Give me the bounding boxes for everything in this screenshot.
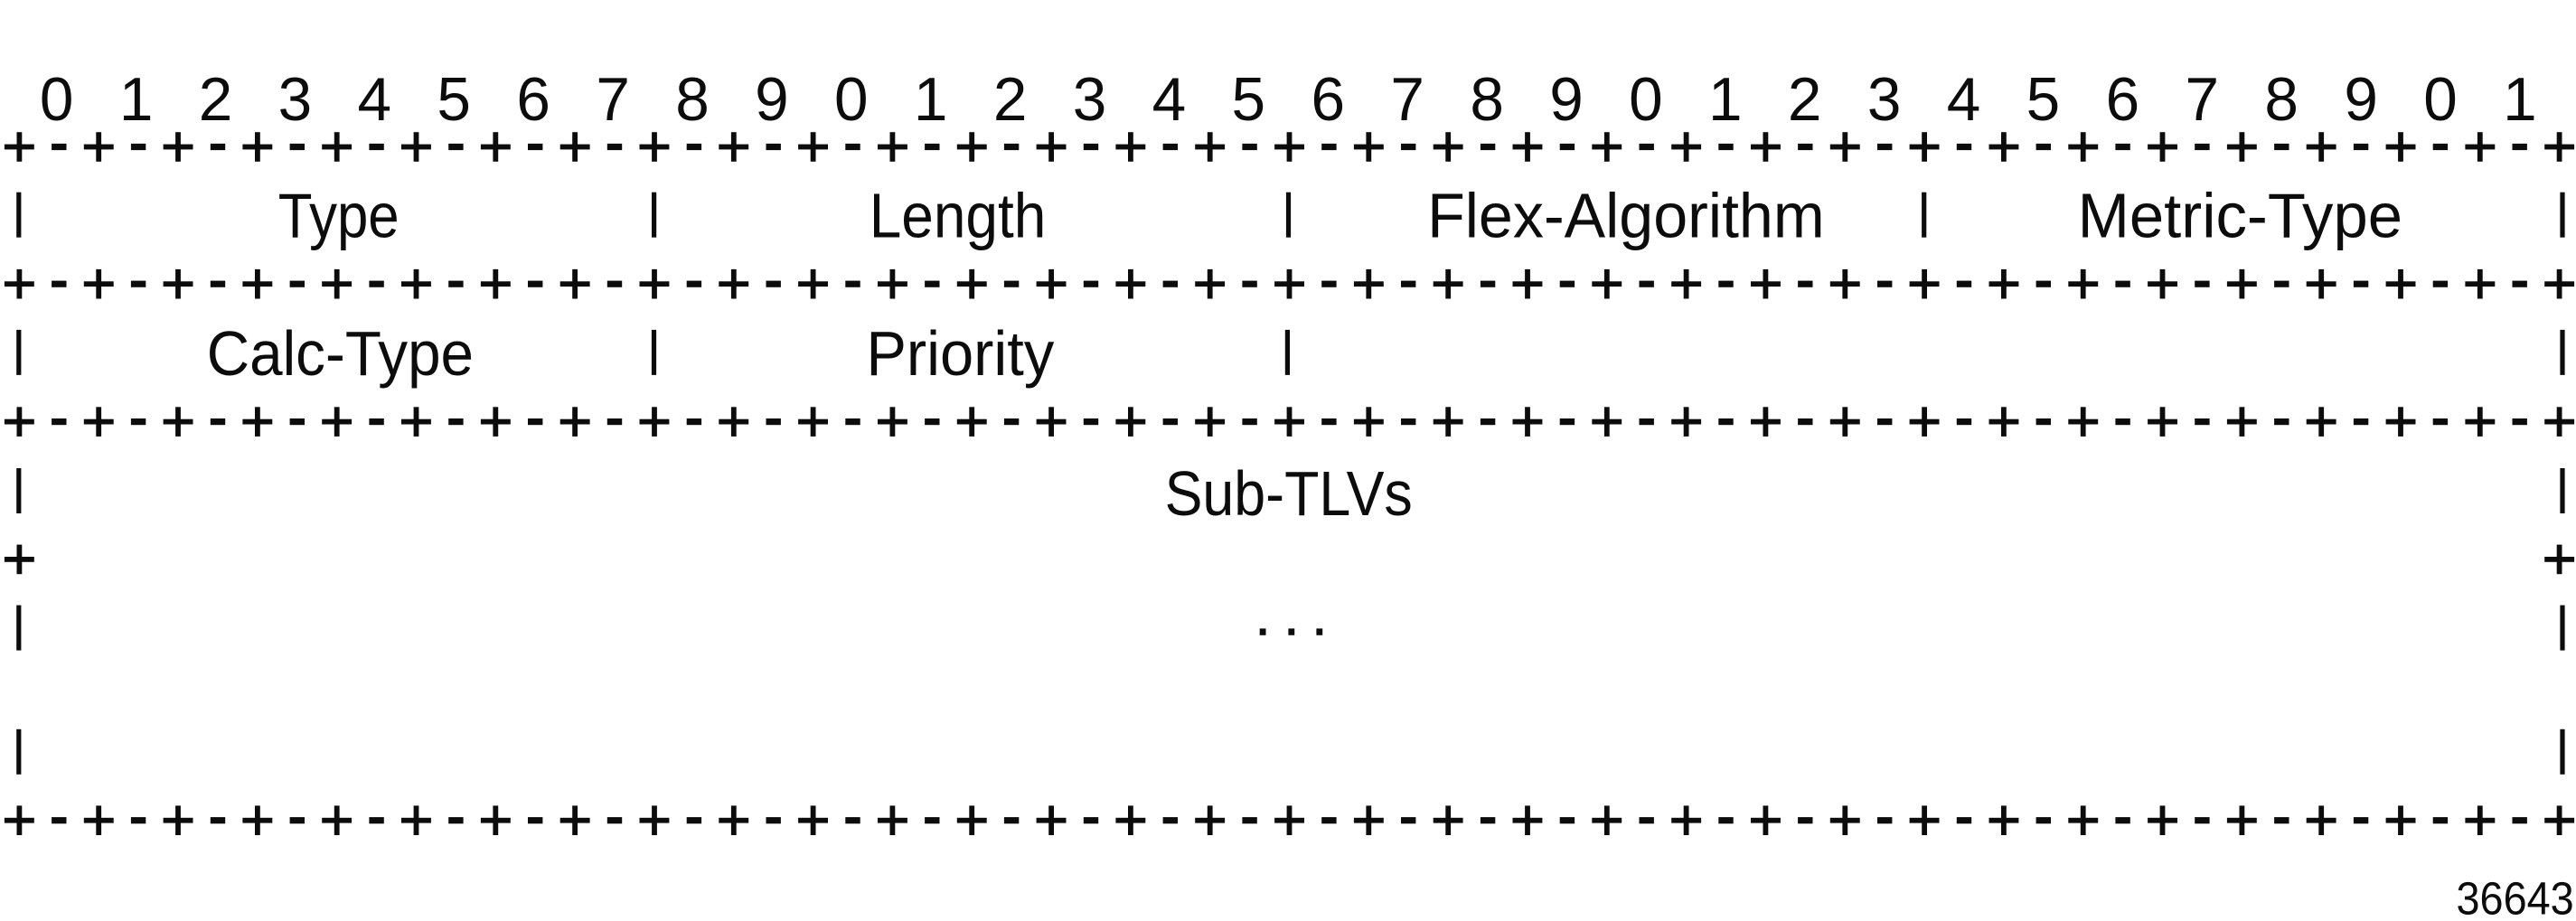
svg-text:8: 8 bbox=[2264, 66, 2299, 134]
svg-text:7: 7 bbox=[2186, 66, 2220, 134]
svg-text:Type: Type bbox=[278, 181, 400, 251]
svg-text:9: 9 bbox=[1549, 66, 1584, 134]
svg-text:Priority: Priority bbox=[866, 318, 1054, 389]
svg-text:2: 2 bbox=[199, 66, 233, 134]
svg-text:0: 0 bbox=[834, 66, 869, 134]
svg-text:0: 0 bbox=[40, 66, 74, 134]
svg-text:3: 3 bbox=[278, 66, 313, 134]
svg-text:1: 1 bbox=[119, 66, 154, 134]
svg-text:2: 2 bbox=[1788, 66, 1822, 134]
svg-text:4: 4 bbox=[1152, 66, 1187, 134]
svg-text:Flex-Algorithm: Flex-Algorithm bbox=[1427, 181, 1825, 251]
svg-text:8: 8 bbox=[675, 66, 710, 134]
svg-text:1: 1 bbox=[2503, 66, 2537, 134]
svg-text:6: 6 bbox=[516, 66, 550, 134]
svg-text:0: 0 bbox=[1629, 66, 1663, 134]
svg-text:1: 1 bbox=[1708, 66, 1743, 134]
svg-text:0: 0 bbox=[2423, 66, 2458, 134]
svg-text:Length: Length bbox=[870, 181, 1047, 251]
svg-text:Metric-Type: Metric-Type bbox=[2078, 181, 2402, 251]
svg-text:4: 4 bbox=[358, 66, 392, 134]
svg-text:Sub-TLVs: Sub-TLVs bbox=[1165, 458, 1413, 529]
svg-text:9: 9 bbox=[755, 66, 789, 134]
svg-text:1: 1 bbox=[914, 66, 948, 134]
svg-text:9: 9 bbox=[2344, 66, 2378, 134]
svg-text:Calc-Type: Calc-Type bbox=[207, 318, 474, 389]
svg-text:2: 2 bbox=[993, 66, 1028, 134]
svg-text:5: 5 bbox=[2026, 66, 2061, 134]
svg-text:4: 4 bbox=[1947, 66, 1981, 134]
svg-text:36643: 36643 bbox=[2457, 873, 2574, 921]
svg-text:3: 3 bbox=[1073, 66, 1107, 134]
svg-text:7: 7 bbox=[1390, 66, 1424, 134]
svg-text:5: 5 bbox=[437, 66, 471, 134]
svg-text:6: 6 bbox=[1312, 66, 1346, 134]
svg-text:7: 7 bbox=[596, 66, 630, 134]
svg-text:5: 5 bbox=[1232, 66, 1266, 134]
svg-text:6: 6 bbox=[2106, 66, 2140, 134]
svg-text:8: 8 bbox=[1470, 66, 1504, 134]
svg-text:3: 3 bbox=[1867, 66, 1902, 134]
